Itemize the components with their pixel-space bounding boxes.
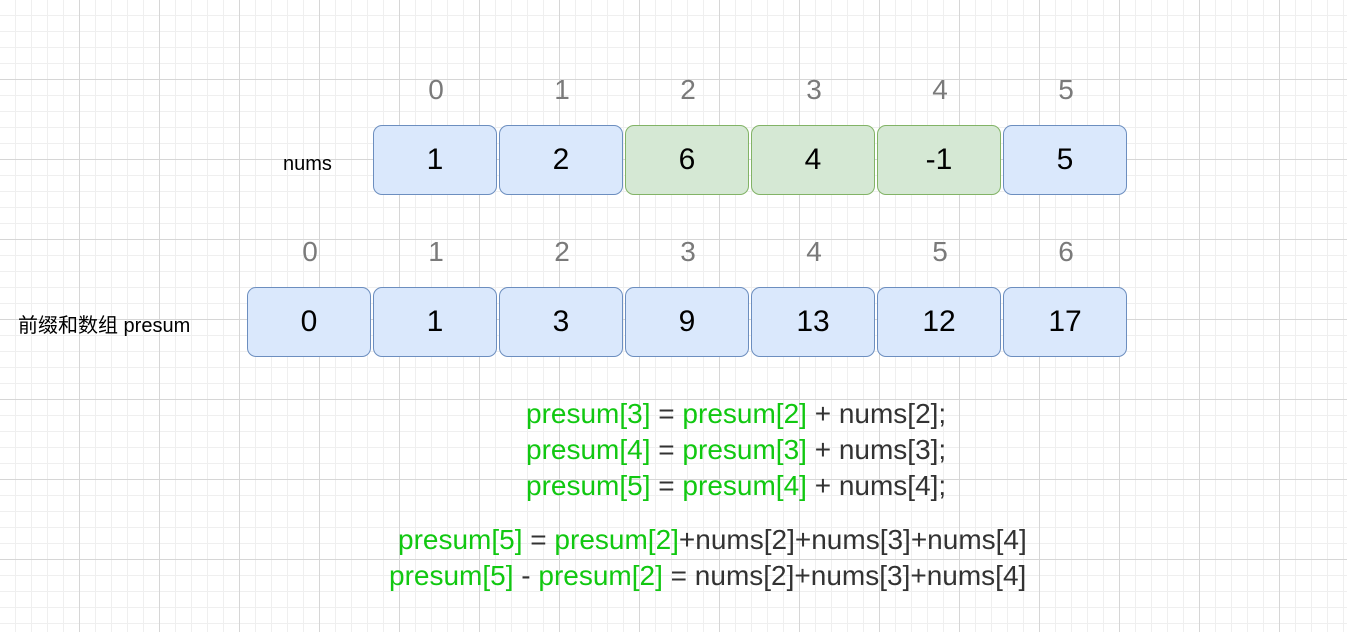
presum-label: 前缀和数组 presum <box>18 315 191 337</box>
nums-cell-highlighted: 4 <box>751 125 875 195</box>
nums-label: nums <box>283 153 332 175</box>
difference-formula: presum[5] - presum[2] = nums[2]+nums[3]+… <box>389 558 1026 594</box>
nums-index: 2 <box>680 74 696 105</box>
nums-index: 0 <box>428 74 444 105</box>
formula-operator: = <box>522 524 555 555</box>
formula-term-highlighted: presum[2] <box>538 560 663 591</box>
formula-operator: = <box>650 434 683 465</box>
presum-index: 1 <box>428 236 444 267</box>
formula-term-highlighted: presum[3] <box>682 434 807 465</box>
formula-term: + nums[4]; <box>806 470 947 501</box>
formula-term-highlighted: presum[4] <box>526 434 651 465</box>
presum-cell: 17 <box>1003 287 1127 357</box>
presum-index: 6 <box>1058 236 1074 267</box>
nums-cell: 5 <box>1003 125 1127 195</box>
nums-cell-highlighted: -1 <box>877 125 1001 195</box>
nums-cell: 2 <box>499 125 623 195</box>
formula-term-highlighted: presum[2] <box>682 398 807 429</box>
formula-term-highlighted: presum[3] <box>526 398 651 429</box>
recurrence-formula: presum[4] = presum[3] + nums[3]; <box>526 432 946 468</box>
presum-cell: 0 <box>247 287 371 357</box>
nums-cell-highlighted: 6 <box>625 125 749 195</box>
recurrence-formula: presum[5] = presum[4] + nums[4]; <box>526 468 946 504</box>
presum-cell: 3 <box>499 287 623 357</box>
presum-index: 4 <box>806 236 822 267</box>
formula-term: +nums[2]+nums[3]+nums[4] <box>678 524 1027 555</box>
presum-index: 2 <box>554 236 570 267</box>
formula-term: = nums[2]+nums[3]+nums[4] <box>662 560 1027 591</box>
formula-term-highlighted: presum[5] <box>526 470 651 501</box>
nums-index: 4 <box>932 74 948 105</box>
formula-term-highlighted: presum[5] <box>398 524 523 555</box>
nums-index: 3 <box>806 74 822 105</box>
presum-cell: 9 <box>625 287 749 357</box>
sum-formula: presum[5] = presum[2]+nums[2]+nums[3]+nu… <box>398 522 1027 558</box>
presum-index: 5 <box>932 236 948 267</box>
presum-index: 3 <box>680 236 696 267</box>
nums-index: 5 <box>1058 74 1074 105</box>
formula-operator: - <box>513 560 539 591</box>
formula-operator: = <box>650 470 683 501</box>
presum-cell: 1 <box>373 287 497 357</box>
formula-operator: = <box>650 398 683 429</box>
nums-cell: 1 <box>373 125 497 195</box>
formula-term-highlighted: presum[4] <box>682 470 807 501</box>
presum-index: 0 <box>302 236 318 267</box>
formula-term: + nums[2]; <box>806 398 947 429</box>
formula-term-highlighted: presum[2] <box>554 524 679 555</box>
recurrence-formula: presum[3] = presum[2] + nums[2]; <box>526 396 946 432</box>
formula-term: + nums[3]; <box>806 434 947 465</box>
presum-cell: 13 <box>751 287 875 357</box>
presum-cell: 12 <box>877 287 1001 357</box>
formula-term-highlighted: presum[5] <box>389 560 514 591</box>
nums-index: 1 <box>554 74 570 105</box>
